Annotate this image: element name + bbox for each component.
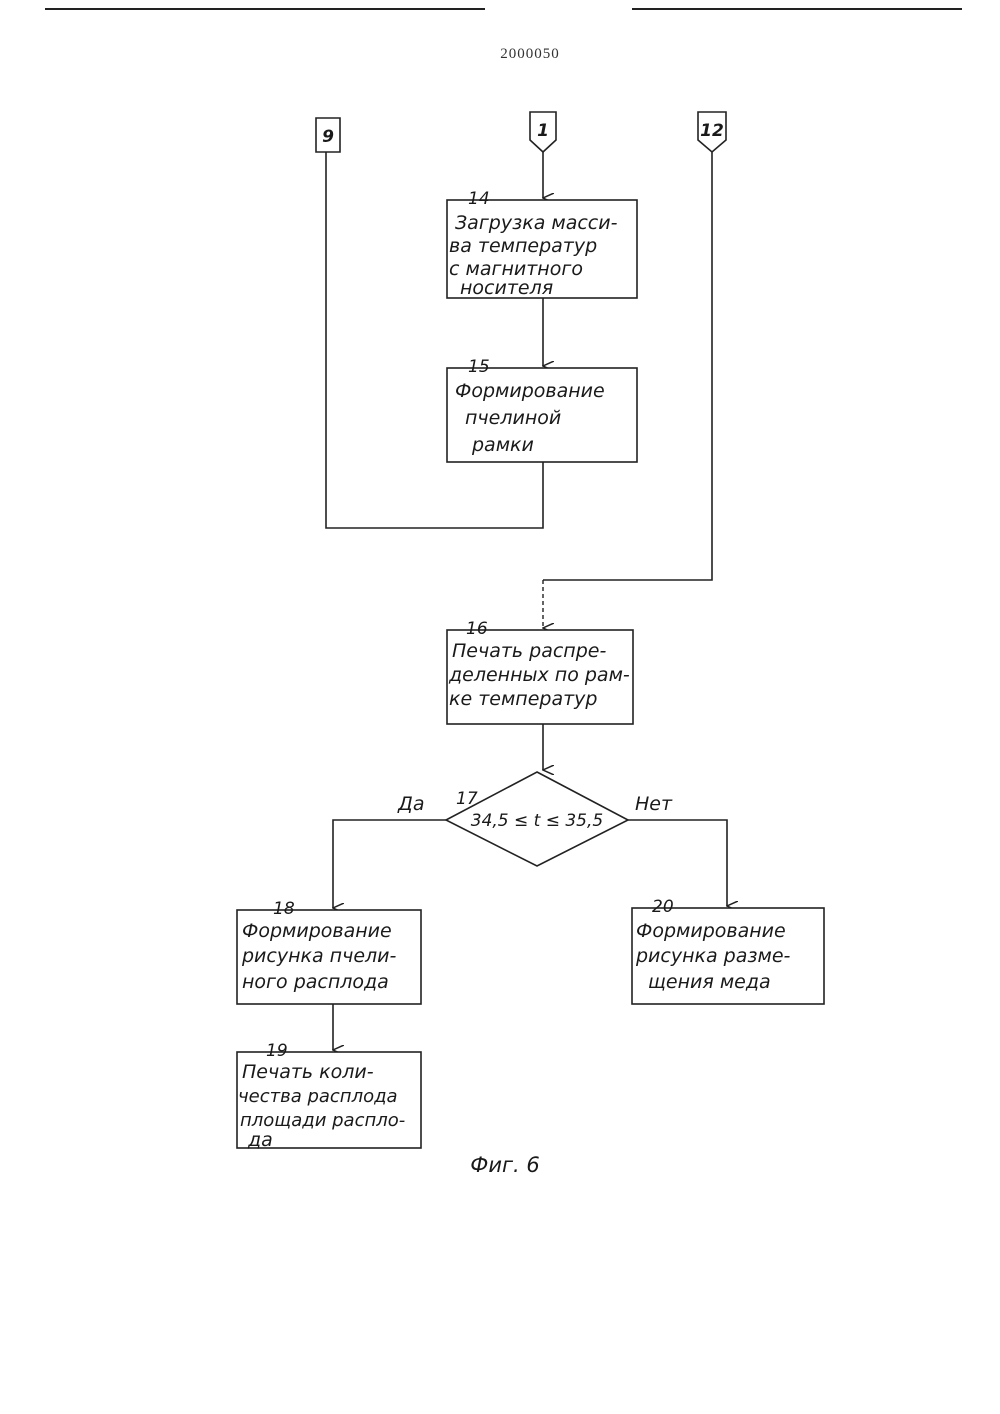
block-20: 20 Формирование рисунка разме- щения мед… xyxy=(632,897,824,1004)
connector-12-label: 12 xyxy=(700,121,724,141)
block-16-number: 16 xyxy=(466,619,488,639)
block-19-line-1: Печать коли- xyxy=(242,1061,374,1083)
block-14-line-4: носителя xyxy=(460,277,553,299)
block-15-line-3: рамки xyxy=(471,434,534,456)
block-19: 19 Печать коли- чества расплода площади … xyxy=(237,1041,421,1151)
connector-9-label: 9 xyxy=(322,127,334,147)
block-20-line-2: рисунка разме- xyxy=(635,945,791,967)
block-18-line-3: ного расплода xyxy=(242,971,389,993)
block-16-line-3: ке температур xyxy=(449,688,597,710)
block-16: 16 Печать распре- деленных по рам- ке те… xyxy=(447,619,633,724)
block-14-number: 14 xyxy=(468,189,490,209)
flow-line-no xyxy=(628,820,727,906)
branch-yes-label: Да xyxy=(397,793,425,815)
block-19-line-4: да xyxy=(247,1129,273,1151)
block-17-condition: 34,5 ≤ t ≤ 35,5 xyxy=(471,811,603,831)
block-19-number: 19 xyxy=(266,1041,288,1061)
block-14: 14 Загрузка масси- ва температур с магни… xyxy=(447,189,637,299)
connector-1-label: 1 xyxy=(537,121,549,141)
block-16-line-1: Печать распре- xyxy=(452,640,606,662)
block-20-line-1: Формирование xyxy=(636,920,786,942)
branch-no-label: Нет xyxy=(635,793,673,815)
connector-12: 12 xyxy=(698,112,726,152)
block-15-line-1: Формирование xyxy=(455,380,605,402)
block-20-number: 20 xyxy=(652,897,674,917)
block-15-number: 15 xyxy=(468,357,490,377)
block-17-number: 17 xyxy=(456,789,478,809)
block-18-line-2: рисунка пчели- xyxy=(241,945,397,967)
connector-1: 1 xyxy=(530,112,556,152)
block-18-number: 18 xyxy=(273,899,295,919)
block-15: 15 Формирование пчелиной рамки xyxy=(447,357,637,462)
block-20-line-3: щения меда xyxy=(648,971,771,993)
block-16-line-2: деленных по рам- xyxy=(448,664,630,686)
block-15-line-2: пчелиной xyxy=(465,407,561,429)
block-18-line-1: Формирование xyxy=(242,920,392,942)
block-19-line-2: чества расплода xyxy=(238,1086,398,1107)
block-17-decision: 17 34,5 ≤ t ≤ 35,5 Да Нет xyxy=(397,772,673,866)
block-14-line-1: Загрузка масси- xyxy=(455,212,618,234)
connector-9: 9 xyxy=(316,118,340,152)
flow-line-yes xyxy=(333,820,446,908)
block-14-line-2: ва температур xyxy=(449,235,597,257)
block-19-line-3: площади распло- xyxy=(240,1110,405,1131)
figure-caption: Фиг. 6 xyxy=(470,1153,539,1177)
block-18: 18 Формирование рисунка пчели- ного расп… xyxy=(237,899,421,1004)
